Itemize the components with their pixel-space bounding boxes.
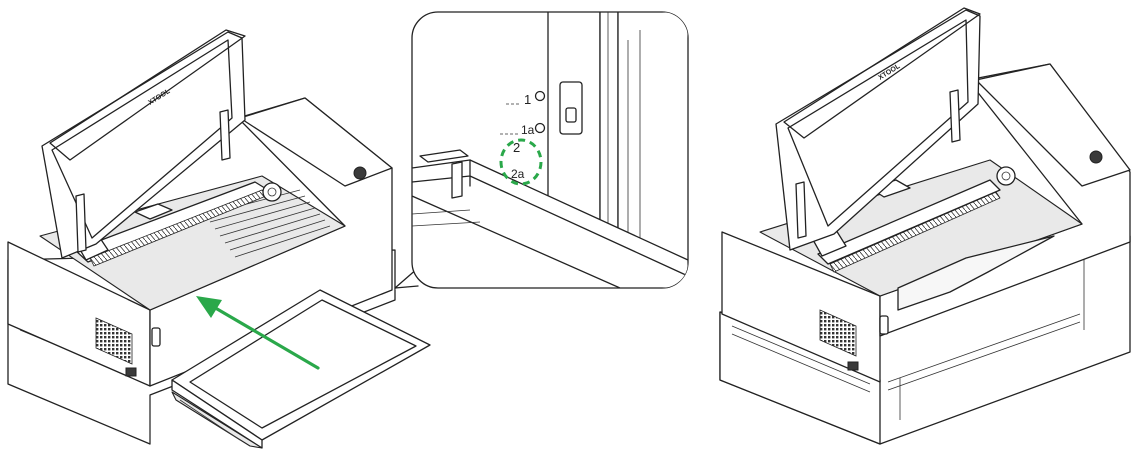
- left-vent-grille: [95, 317, 133, 365]
- callout-panel-right: [617, 12, 688, 288]
- right-strut-1: [949, 89, 961, 143]
- left-strut-1: [219, 109, 231, 161]
- marker-label-2a: 2a: [511, 167, 525, 181]
- tray-base: [171, 391, 263, 449]
- left-bed-slats: [204, 189, 331, 258]
- left-side-button: [151, 327, 161, 347]
- right-label-plate: [847, 361, 859, 371]
- insert-arrow-icon: [196, 296, 320, 370]
- left-lid: [41, 31, 246, 259]
- left-label-plate: [125, 367, 137, 377]
- left-module: [134, 203, 173, 220]
- left-top-shelf: [239, 97, 393, 187]
- right-machine: XTOOL: [719, 7, 1131, 445]
- right-gear: [996, 166, 1016, 186]
- callout-panel-mid: [599, 12, 619, 237]
- left-strut-2: [75, 193, 87, 253]
- marker-hole-2: [534, 122, 546, 134]
- right-vent-grille: [819, 309, 857, 357]
- right-side-button: [879, 315, 889, 335]
- marker-label-1a: 1a: [521, 123, 535, 137]
- right-power-button: [1089, 150, 1103, 164]
- arrow-shaft: [210, 304, 320, 370]
- right-strut-2: [795, 181, 807, 239]
- arrow-head: [196, 296, 222, 318]
- right-lid: [775, 9, 981, 251]
- left-interior-bed: [39, 175, 346, 311]
- marker-hole-1: [534, 90, 546, 102]
- callout-pointer: [395, 268, 420, 290]
- left-lid-top-edge: [49, 29, 246, 161]
- right-gantry: [817, 179, 1001, 265]
- marker-label-1: 1: [524, 92, 531, 107]
- right-bed-opening: [897, 235, 1055, 311]
- highlight-circle: [499, 138, 543, 186]
- detail-callout: 1 1a 2 2a: [411, 11, 689, 289]
- tray-inner: [189, 299, 417, 429]
- left-gear: [262, 182, 282, 202]
- marker-label-2: 2: [513, 140, 520, 155]
- left-power-button: [353, 166, 367, 180]
- callout-rail-block: [419, 149, 469, 163]
- left-tray: [171, 289, 431, 449]
